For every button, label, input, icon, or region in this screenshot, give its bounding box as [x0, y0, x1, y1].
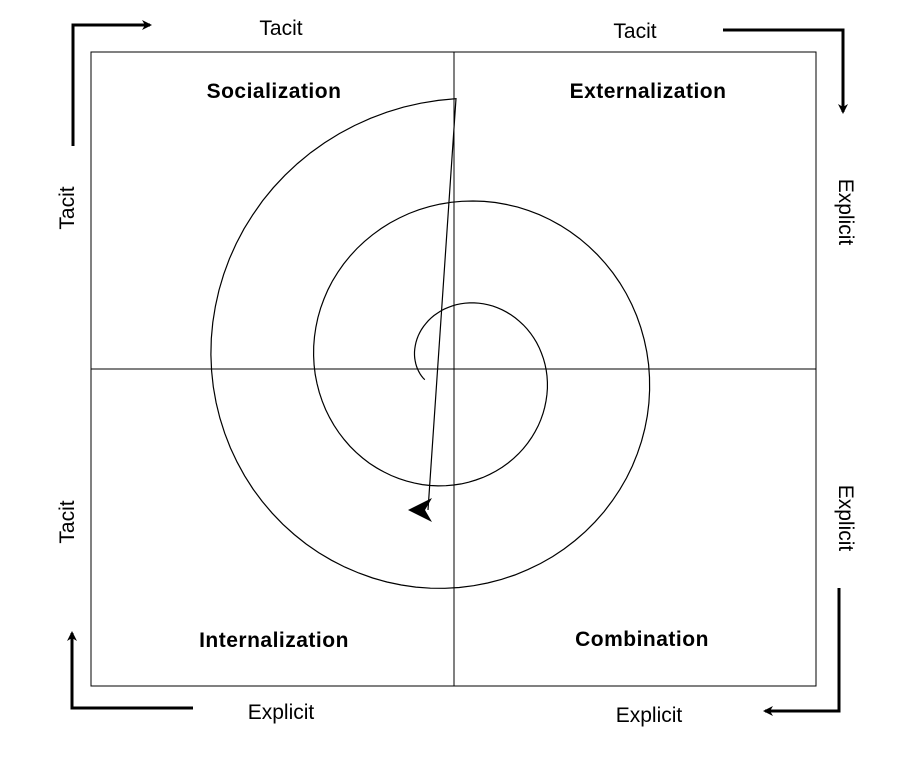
edge-label-left-top: Tacit — [56, 186, 79, 229]
edge-label-left-bottom: Tacit — [56, 500, 79, 543]
arrow-top-left — [71, 20, 152, 146]
quadrant-label-socialization: Socialization — [207, 80, 342, 103]
knowledge-spiral — [210, 98, 651, 589]
edge-label-right-top: Explicit — [834, 179, 857, 246]
quadrant-label-combination: Combination — [575, 628, 709, 651]
arrow-top-right — [723, 28, 848, 114]
arrow-bottom-right — [763, 588, 841, 716]
quadrant-label-internalization: Internalization — [199, 629, 349, 652]
edge-label-top-right: Tacit — [613, 20, 656, 43]
arrow-bottom-left — [67, 631, 193, 710]
spiral-arrowhead — [408, 498, 432, 522]
edge-label-top-left: Tacit — [259, 17, 302, 40]
edge-label-bottom-right: Explicit — [616, 704, 683, 727]
quadrant-label-externalization: Externalization — [570, 80, 727, 103]
edge-label-right-bottom: Explicit — [834, 485, 857, 552]
edge-label-bottom-left: Explicit — [248, 701, 315, 724]
